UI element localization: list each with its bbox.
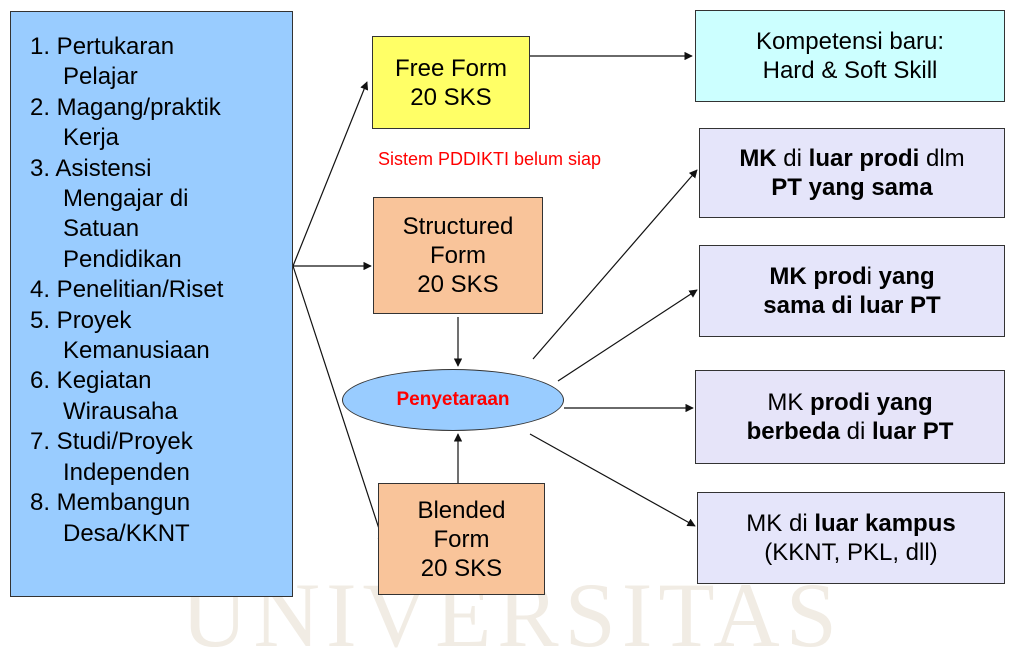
mk4-line1: MK di luar kampus bbox=[746, 510, 956, 537]
activity-item-title: 3. Asistensi bbox=[30, 154, 152, 182]
structured-form-label: Structured bbox=[402, 213, 514, 240]
activity-item-continuation: Independen bbox=[63, 458, 190, 486]
mk-outside-campus-box: MK di luar kampus (KKNT, PKL, dll) bbox=[697, 492, 1005, 584]
mk-outside-prodi-box: MK di luar prodi dlm PT yang sama bbox=[699, 128, 1005, 218]
penyetaraan-ellipse: Penyetaraan bbox=[342, 369, 564, 431]
arrow-list-to-free bbox=[292, 81, 369, 267]
competency-skills: Hard & Soft Skill bbox=[762, 57, 938, 84]
free-form-box: Free Form 20 SKS bbox=[372, 36, 530, 129]
activity-item-continuation: Satuan bbox=[63, 215, 140, 243]
mk-same-prodi-box: MK prodi yang sama di luar PT bbox=[699, 245, 1005, 337]
arrow-center-to-mk2 bbox=[557, 289, 698, 382]
activity-item: 4. Penelitian/Riset bbox=[30, 275, 284, 305]
arrow-list-to-blended bbox=[292, 265, 386, 545]
activity-item-continuation: Desa/KKNT bbox=[63, 519, 190, 547]
activity-item-continuation: Mengajar di bbox=[63, 185, 189, 213]
arrow-center-to-mk4 bbox=[529, 433, 696, 527]
activity-item-continuation: Kerja bbox=[63, 124, 120, 152]
mk2-line2: sama di luar PT bbox=[763, 292, 941, 319]
mk4-line2: (KKNT, PKL, dll) bbox=[764, 539, 938, 566]
activity-item-title: 6. Kegiatan bbox=[30, 367, 152, 395]
activity-item-title: 2. Magang/praktik bbox=[30, 93, 221, 121]
activity-item-continuation: Wirausaha bbox=[63, 397, 178, 425]
blended-form-label-2: Form bbox=[433, 525, 490, 553]
structured-form-box: Structured Form 20 SKS bbox=[373, 197, 543, 314]
blended-form-sks: 20 SKS bbox=[420, 554, 503, 582]
activity-item-title: 1. Pertukaran bbox=[30, 33, 175, 60]
activity-item-title: 7. Studi/Proyek bbox=[30, 428, 193, 456]
competency-title: Kompetensi baru: bbox=[755, 28, 945, 55]
arrow-center-to-mk1 bbox=[532, 169, 698, 360]
mk3-line1: MK prodi yang bbox=[767, 389, 933, 416]
activity-item-title: 5. Proyek bbox=[30, 306, 132, 334]
competency-box: Kompetensi baru: Hard & Soft Skill bbox=[695, 10, 1005, 102]
mk2-line1: MK prodi yang bbox=[769, 263, 935, 290]
mk1-line1: MK di luar prodi dlm bbox=[739, 145, 965, 172]
activity-item-continuation: Pelajar bbox=[63, 63, 138, 91]
pddikti-note: Sistem PDDIKTI belum siap bbox=[378, 149, 602, 169]
free-form-sks: 20 SKS bbox=[410, 83, 492, 111]
mk1-line2: PT yang sama bbox=[771, 174, 933, 201]
structured-form-label-2: Form bbox=[430, 242, 486, 269]
activity-item-continuation: Pendidikan bbox=[63, 245, 182, 273]
activity-item-continuation: Kemanusiaan bbox=[63, 337, 210, 365]
connector-arrows bbox=[292, 51, 698, 545]
activity-item-title: 8. Membangun bbox=[30, 489, 191, 517]
free-form-label: Free Form bbox=[394, 54, 507, 82]
penyetaraan-label: Penyetaraan bbox=[396, 389, 510, 410]
mk3-line2: berbeda di luar PT bbox=[746, 418, 954, 445]
blended-form-box: Blended Form 20 SKS bbox=[378, 483, 545, 595]
structured-form-sks: 20 SKS bbox=[417, 271, 499, 298]
mk-different-prodi-box: MK prodi yang berbeda di luar PT bbox=[695, 370, 1005, 464]
activity-item-title: 4. Penelitian/Riset bbox=[30, 276, 224, 304]
blended-form-label: Blended bbox=[417, 496, 506, 524]
